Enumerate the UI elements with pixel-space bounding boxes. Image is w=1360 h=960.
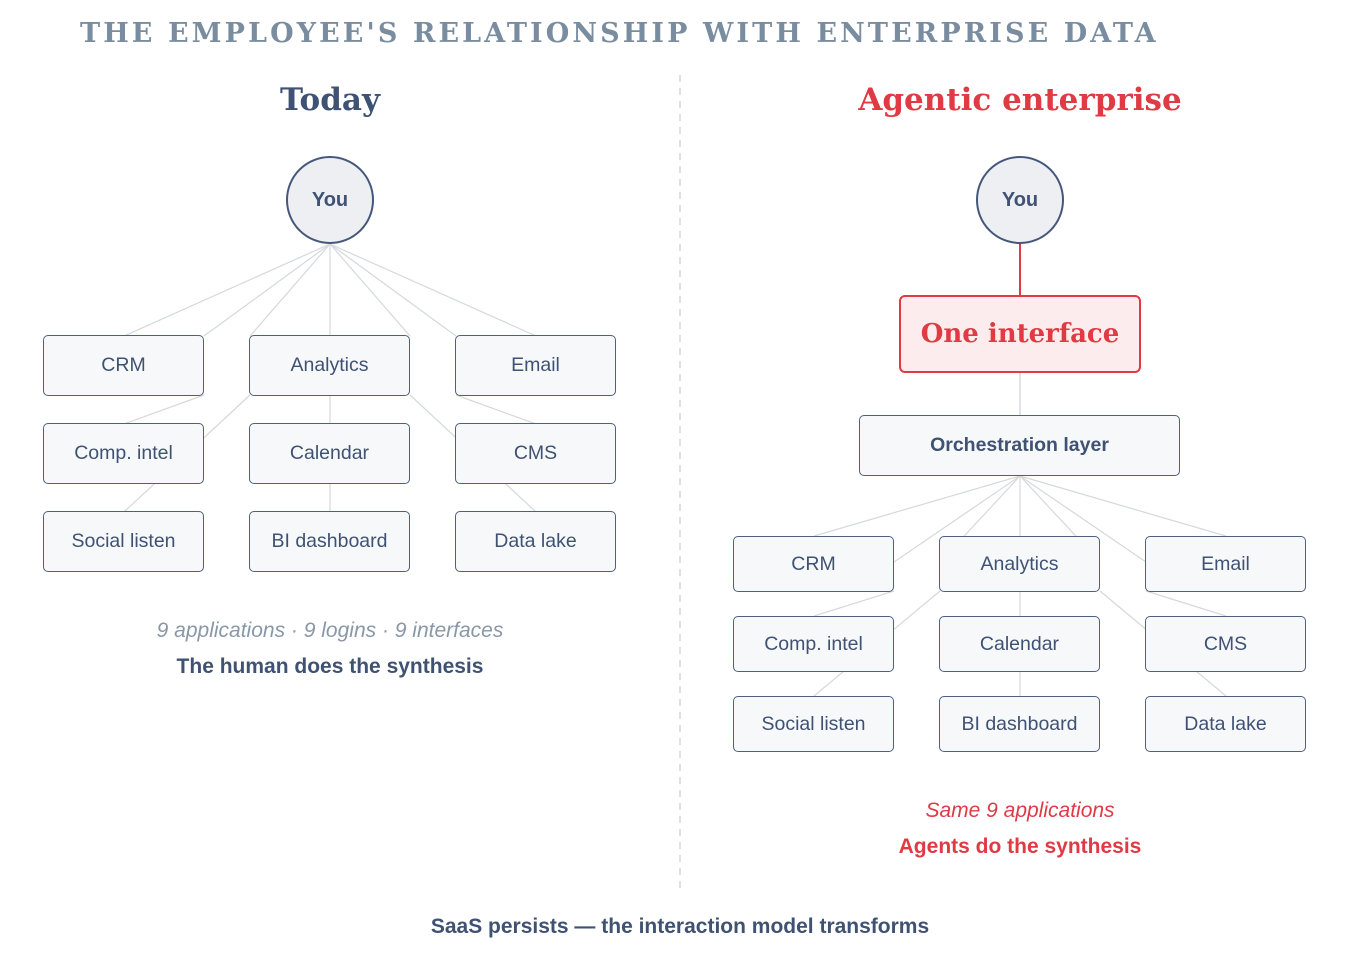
today-you-node: You xyxy=(286,156,374,244)
page-title: THE EMPLOYEE'S RELATIONSHIP WITH ENTERPR… xyxy=(80,18,1159,49)
today-app-bi-dashboard: BI dashboard xyxy=(249,511,410,572)
agentic-app-calendar: Calendar xyxy=(939,616,1100,672)
agentic-app-comp-intel: Comp. intel xyxy=(733,616,894,672)
agentic-app-analytics: Analytics xyxy=(939,536,1100,592)
today-app-cms: CMS xyxy=(455,423,616,484)
agentic-you-node: You xyxy=(976,156,1064,244)
today-app-calendar: Calendar xyxy=(249,423,410,484)
today-app-social-listen: Social listen xyxy=(43,511,204,572)
agentic-app-bi-dashboard: BI dashboard xyxy=(939,696,1100,752)
today-app-crm: CRM xyxy=(43,335,204,396)
agentic-app-social-listen: Social listen xyxy=(733,696,894,752)
one-interface-node: One interface xyxy=(899,295,1141,373)
agentic-app-data-lake: Data lake xyxy=(1145,696,1306,752)
footer-caption: SaaS persists — the interaction model tr… xyxy=(430,915,930,938)
today-heading: Today xyxy=(280,82,380,118)
agentic-app-email: Email xyxy=(1145,536,1306,592)
agentic-app-cms: CMS xyxy=(1145,616,1306,672)
today-app-comp-intel: Comp. intel xyxy=(43,423,204,484)
today-caption-stats: 9 applications · 9 logins · 9 interfaces xyxy=(156,619,504,642)
agentic-caption-stats: Same 9 applications xyxy=(925,799,1115,822)
today-app-email: Email xyxy=(455,335,616,396)
today-app-data-lake: Data lake xyxy=(455,511,616,572)
agentic-heading: Agentic enterprise xyxy=(858,82,1182,118)
agentic-caption-main: Agents do the synthesis xyxy=(898,835,1142,858)
agentic-app-crm: CRM xyxy=(733,536,894,592)
today-caption-main: The human does the synthesis xyxy=(176,655,484,678)
orchestration-layer-node: Orchestration layer xyxy=(859,415,1180,476)
today-app-analytics: Analytics xyxy=(249,335,410,396)
